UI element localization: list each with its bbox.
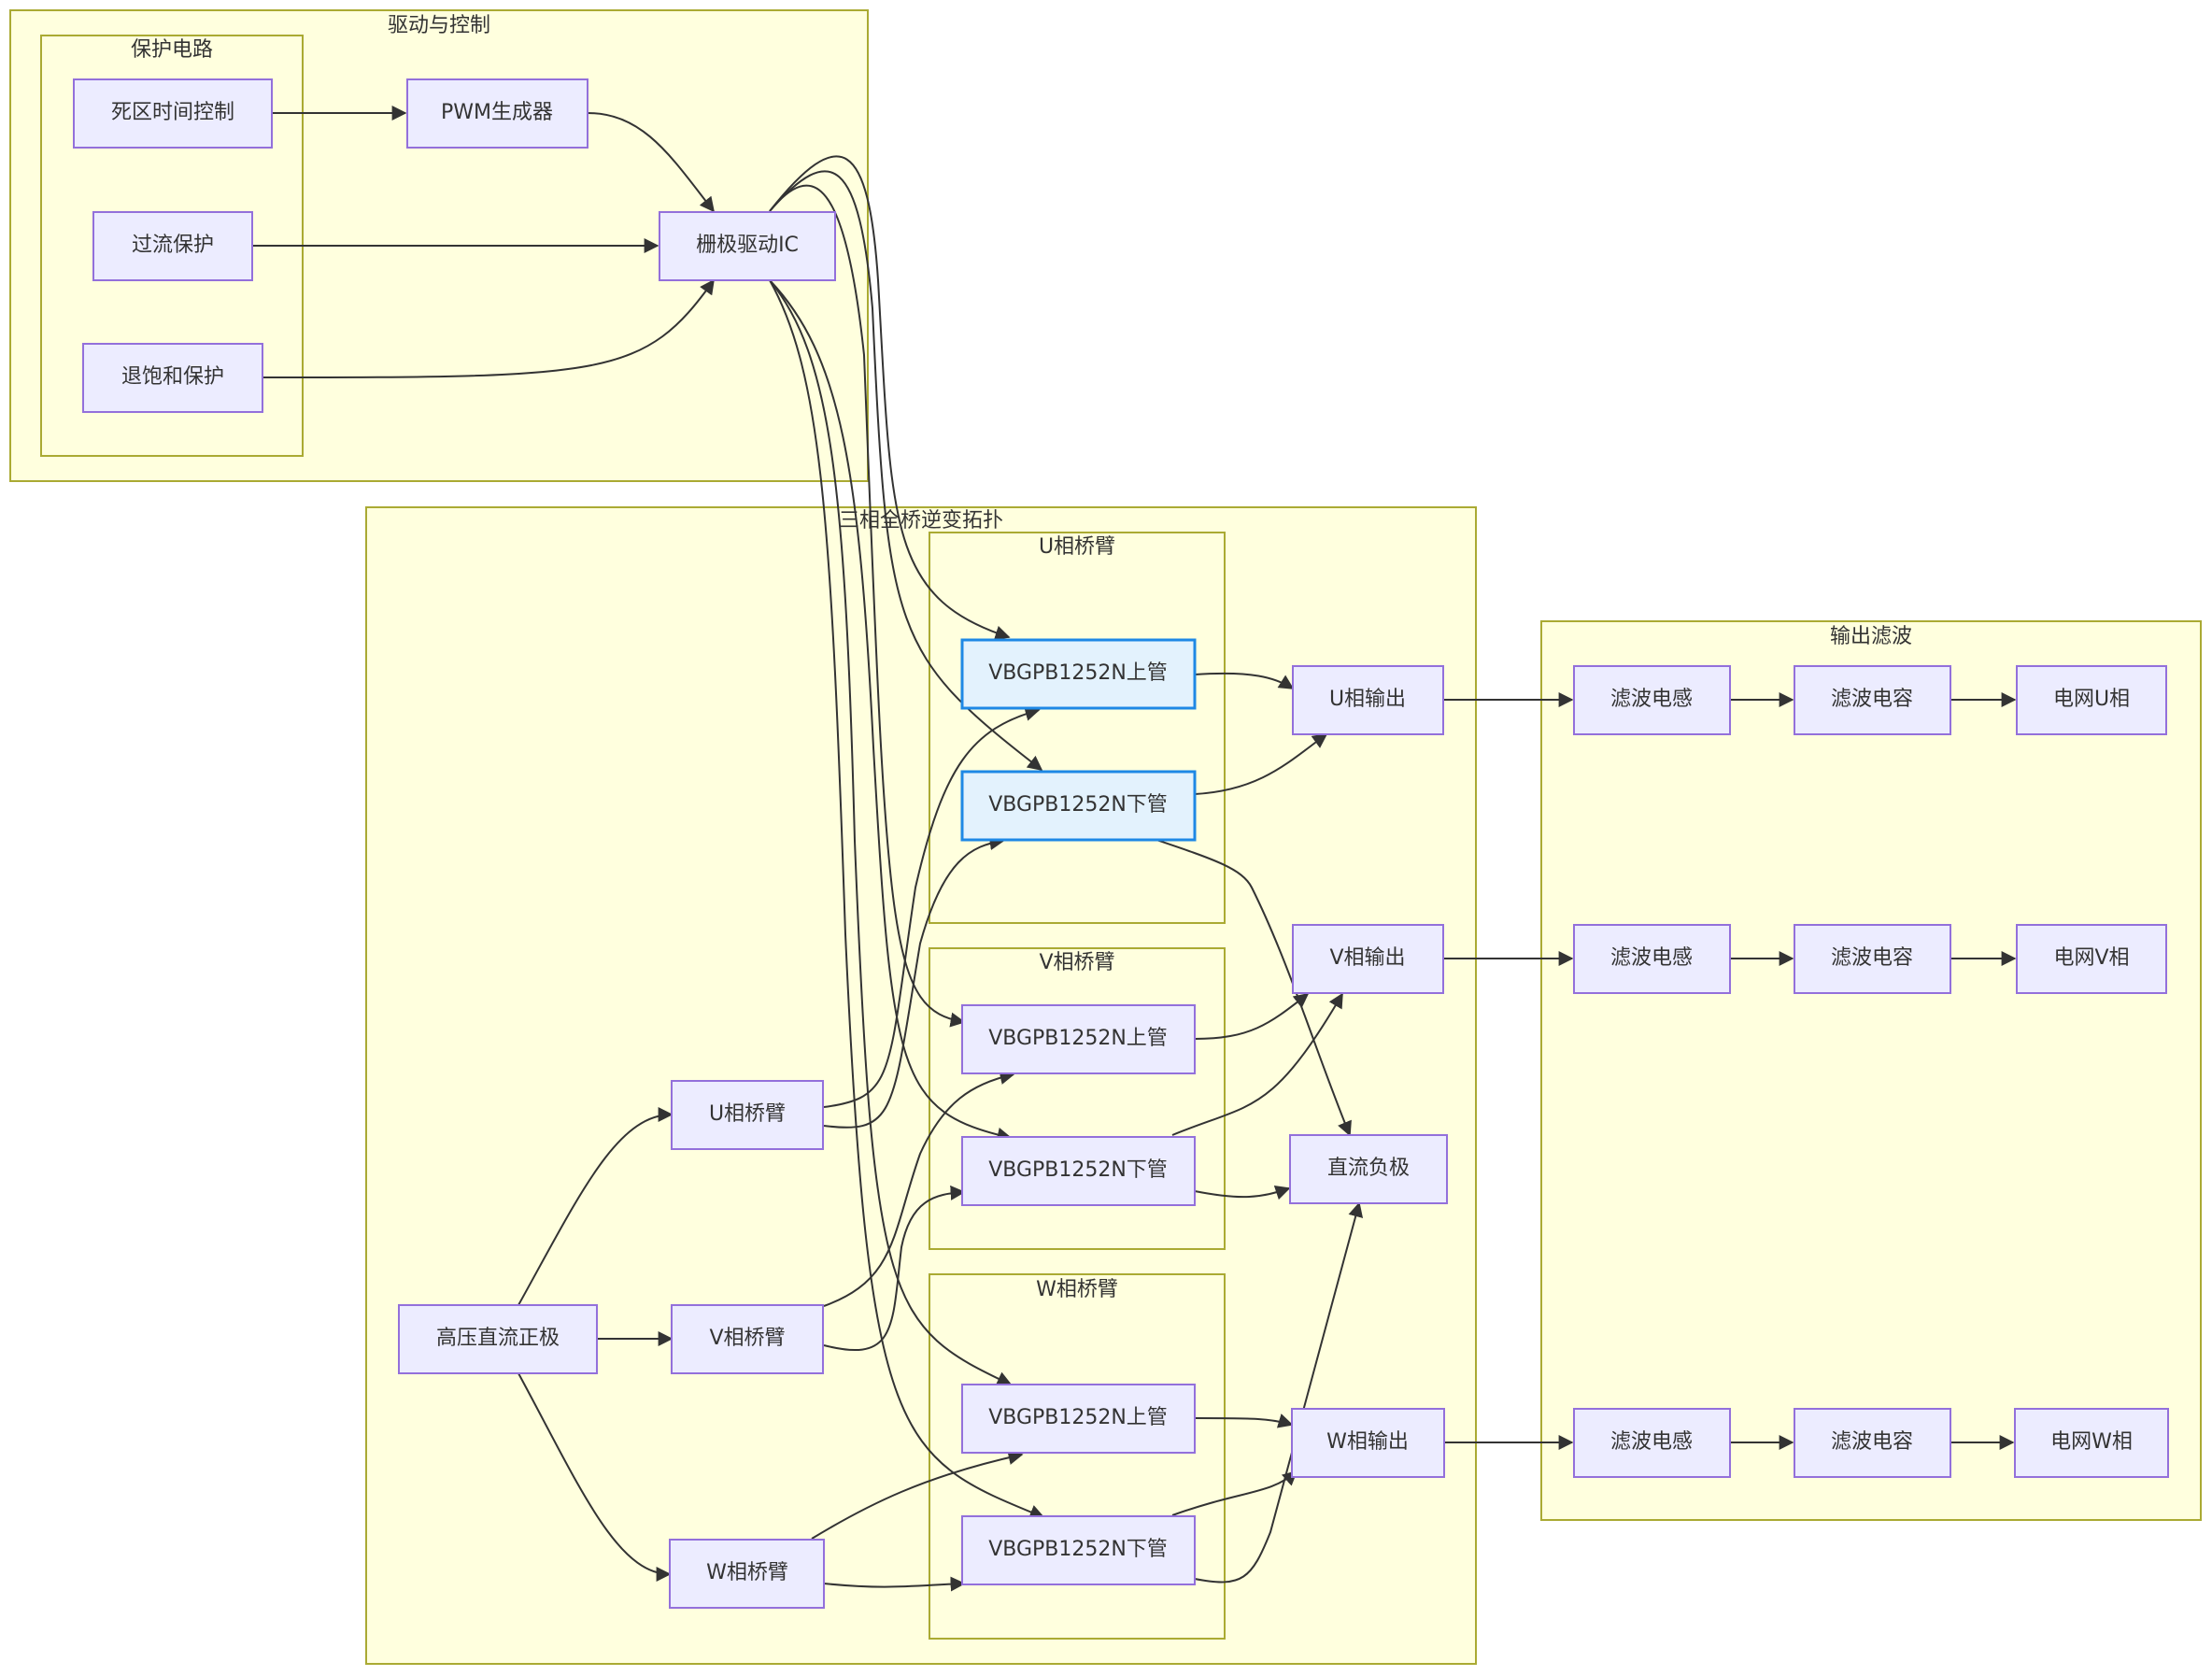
node-label-w-grid: 电网W相 [2050,1430,2133,1454]
node-u-arm: U相桥臂 [671,1080,824,1150]
node-w-out: W相输出 [1291,1408,1445,1478]
edge-w-high-w-out [1194,1413,1294,1428]
node-label-v-arm: V相桥臂 [709,1327,785,1350]
node-label-w-low: VBGPB1252N下管 [988,1538,1168,1561]
edge-v-low-dcneg [1194,1185,1291,1200]
node-label-gate-driver: 栅极驱动IC [696,234,799,257]
cluster-title-drive-control: 驱动与控制 [388,14,490,37]
edge-pwm-gate [587,112,715,213]
edge-v-arm-v-high [823,1070,1015,1307]
node-label-dc-neg: 直流负极 [1327,1157,1410,1180]
node-label-w-arm: W相桥臂 [706,1561,788,1584]
node-label-w-ind: 滤波电感 [1610,1430,1693,1454]
node-w-low-mosfet: VBGPB1252N下管 [961,1515,1196,1585]
node-label-overcurrent: 过流保护 [132,234,214,257]
node-v-inductor: 滤波电感 [1573,924,1731,994]
node-w-grid: 电网W相 [2014,1408,2169,1478]
cluster-title-inverter: 三相全桥逆变拓扑 [839,509,1003,533]
edge-w-low-dcneg [1194,1201,1364,1584]
node-u-grid: 电网U相 [2016,665,2167,735]
node-w-arm: W相桥臂 [669,1539,825,1609]
cluster-title-w-arm: W相桥臂 [1036,1278,1118,1301]
node-u-out: U相输出 [1292,665,1444,735]
cluster-title-output-filter: 输出滤波 [1830,625,1912,648]
node-label-desat: 退饱和保护 [121,365,224,389]
edge-u-low-u-out [1194,733,1328,795]
node-label-u-ind: 滤波电感 [1610,688,1693,711]
node-v-arm: V相桥臂 [671,1304,824,1374]
node-label-u-cap: 滤波电容 [1831,688,1913,711]
node-label-u-high: VBGPB1252N上管 [988,661,1168,685]
node-u-capacitor: 滤波电容 [1794,665,1951,735]
node-overcurrent: 过流保护 [92,211,253,281]
edge-gate-w-low [769,279,1045,1519]
edge-u-high-u-out [1194,672,1295,689]
node-w-high-mosfet: VBGPB1252N上管 [961,1384,1196,1454]
node-desat: 退饱和保护 [82,343,263,413]
node-deadtime: 死区时间控制 [73,78,273,149]
node-v-grid: 电网V相 [2016,924,2167,994]
node-gate-driver: 栅极驱动IC [659,211,836,281]
edge-w-arm-w-low [823,1576,966,1592]
node-w-inductor: 滤波电感 [1573,1408,1731,1478]
edge-gate-v-high [769,184,966,1028]
edge-u-arm-u-high [823,706,1041,1108]
cluster-title-v-arm: V相桥臂 [1039,951,1114,974]
node-label-u-grid: 电网U相 [2053,688,2130,711]
node-hv-dc-pos: 高压直流正极 [398,1304,598,1374]
cluster-title-protection: 保护电路 [131,38,213,62]
edge-v-arm-v-low [823,1185,966,1351]
edge-gate-v-low [769,279,1013,1143]
node-label-v-high: VBGPB1252N上管 [988,1027,1168,1050]
node-label-v-grid: 电网V相 [2053,946,2129,970]
edge-u-arm-u-low [823,835,1005,1129]
node-u-inductor: 滤波电感 [1573,665,1731,735]
edges [252,106,2017,1592]
node-label-w-out: W相输出 [1326,1430,1409,1454]
node-label-hv-dc-pos: 高压直流正极 [436,1327,560,1350]
node-label-pwm: PWM生成器 [441,101,553,124]
node-u-high-mosfet: VBGPB1252N上管 [960,638,1197,710]
node-v-high-mosfet: VBGPB1252N上管 [961,1004,1196,1074]
edge-w-arm-w-high [811,1450,1024,1540]
node-label-deadtime: 死区时间控制 [111,101,234,124]
node-v-low-mosfet: VBGPB1252N下管 [961,1136,1196,1206]
node-label-u-arm: U相桥臂 [709,1102,786,1126]
node-label-w-high: VBGPB1252N上管 [988,1406,1168,1429]
node-label-w-cap: 滤波电容 [1831,1430,1913,1454]
edge-desat-gate [262,278,715,378]
edge-gate-u-low [769,170,1043,771]
node-v-out: V相输出 [1292,924,1444,994]
cluster-output-filter: 输出滤波 [1540,620,2202,1521]
edge-v-low-v-out [1171,992,1343,1136]
node-u-low-mosfet: VBGPB1252N下管 [960,770,1197,842]
node-label-v-out: V相输出 [1329,946,1405,970]
cluster-u-arm: U相桥臂 [929,532,1226,924]
edge-w-low-w-out [1171,1470,1298,1516]
edge-u-low-dcneg [1156,839,1352,1137]
edge-gate-u-high [769,155,1011,641]
cluster-title-u-arm: U相桥臂 [1039,535,1115,559]
node-dc-neg: 直流负极 [1289,1134,1448,1204]
node-label-v-ind: 滤波电感 [1610,946,1693,970]
node-label-v-cap: 滤波电容 [1831,946,1913,970]
node-label-u-low: VBGPB1252N下管 [988,793,1168,817]
edge-v-high-v-out [1194,993,1310,1040]
node-pwm: PWM生成器 [406,78,588,149]
node-w-capacitor: 滤波电容 [1794,1408,1951,1478]
edge-gate-w-high [769,279,1013,1386]
node-label-v-low: VBGPB1252N下管 [988,1158,1168,1182]
node-v-capacitor: 滤波电容 [1794,924,1951,994]
edge-dc-u-arm [518,1107,674,1306]
node-label-u-out: U相输出 [1329,688,1406,711]
edge-dc-w-arm [518,1372,672,1582]
